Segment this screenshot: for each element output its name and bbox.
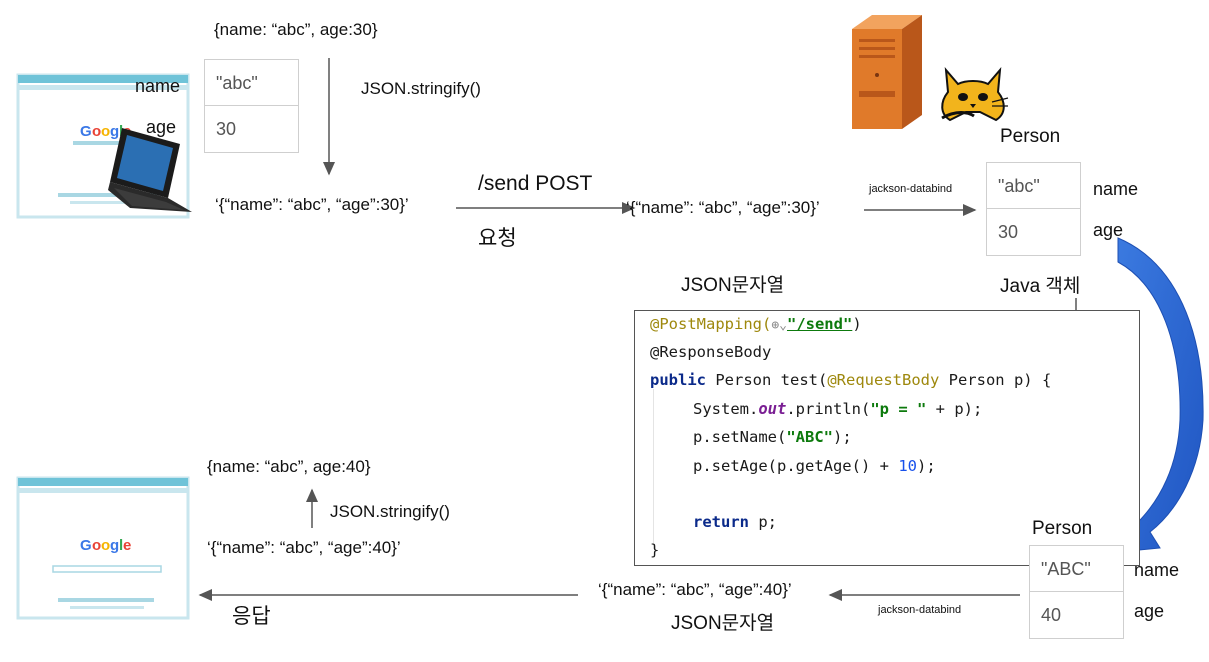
request-label: /send POST	[478, 172, 593, 195]
code-indent-guide	[653, 389, 654, 549]
client-name-value: "abc"	[205, 60, 298, 106]
result-object-text: {name: “abc”, age:40}	[207, 457, 371, 476]
json-string-client: ‘{“name”: “abc”, “age”:30}’	[215, 195, 409, 214]
svg-text:e: e	[123, 537, 131, 554]
svg-text:g: g	[110, 537, 119, 554]
svg-text:o: o	[101, 537, 110, 554]
source-object-text: {name: “abc”, age:30}	[214, 20, 378, 39]
person-title-top: Person	[1000, 126, 1061, 147]
response-name-label: name	[1134, 560, 1180, 580]
response-name-value: "ABC"	[1030, 546, 1123, 592]
server-age-value: 30	[998, 222, 1019, 242]
json-string-server-bottom: ‘{“name”: “abc”, “age”:40}’	[598, 580, 792, 599]
svg-text:l: l	[119, 123, 123, 140]
svg-text:o: o	[92, 123, 101, 140]
code-line-3: public Person test(@RequestBody Person p…	[650, 371, 1052, 389]
json-string-kor-top: JSON문자열	[681, 275, 785, 296]
json-string-server: ‘{“name”: “abc”, “age”:30}’	[626, 198, 820, 217]
svg-text:o: o	[101, 123, 110, 140]
svg-text:G: G	[80, 537, 92, 554]
response-age-value: 40	[1041, 605, 1062, 625]
code-line-1: @PostMapping(⊕⌄"/send")	[650, 315, 862, 333]
globe-icon: ⊕⌄	[771, 318, 787, 333]
json-string-client-bottom: ‘{“name”: “abc”, “age”:40}’	[207, 538, 401, 557]
client-age-value: 30	[216, 119, 237, 139]
svg-text:l: l	[119, 537, 123, 554]
databind-label-top: jackson-databind	[869, 183, 953, 195]
svg-text:G: G	[80, 123, 92, 140]
curved-blue-arrow	[1117, 237, 1204, 553]
client-object-table: "abc" 30	[204, 59, 299, 153]
tomcat-icon	[941, 66, 1009, 122]
server-name-label: name	[1093, 179, 1139, 199]
server-icon	[852, 15, 922, 129]
code-line-2: @ResponseBody	[650, 343, 772, 361]
stringify-label-top: JSON.stringify()	[361, 79, 481, 98]
laptop-icon	[108, 128, 192, 212]
json-string-kor-bottom: JSON문자열	[671, 613, 775, 634]
svg-text:o: o	[92, 537, 101, 554]
response-kor-label: 응답	[232, 605, 271, 628]
server-name-value: "abc"	[987, 163, 1080, 209]
code-line-7: return p;	[693, 513, 777, 531]
code-line-4: System.out.println("p = " + p);	[693, 400, 983, 418]
client-age-label: age	[146, 117, 177, 137]
code-line-6: p.setAge(p.getAge() + 10);	[693, 457, 936, 475]
request-kor-label: 요청	[478, 227, 517, 250]
server-age-label: age	[1093, 220, 1124, 240]
response-age-label: age	[1134, 601, 1165, 621]
code-line-5: p.setName("ABC");	[693, 428, 852, 446]
person-title-bottom: Person	[1032, 518, 1093, 539]
java-object-caption: Java 객체	[1000, 276, 1081, 297]
server-object-table: "abc" 30	[986, 162, 1081, 256]
browser-window-bottom: G o o g l e	[16, 476, 190, 620]
code-line-8: }	[650, 541, 660, 559]
response-object-table: "ABC" 40	[1029, 545, 1124, 639]
stringify-label-bottom: JSON.stringify()	[330, 502, 450, 521]
client-name-label: name	[135, 76, 181, 96]
controller-code-block: @PostMapping(⊕⌄"/send") @ResponseBody pu…	[634, 310, 1140, 566]
svg-text:g: g	[110, 123, 119, 140]
databind-label-bottom: jackson-databind	[878, 604, 962, 616]
